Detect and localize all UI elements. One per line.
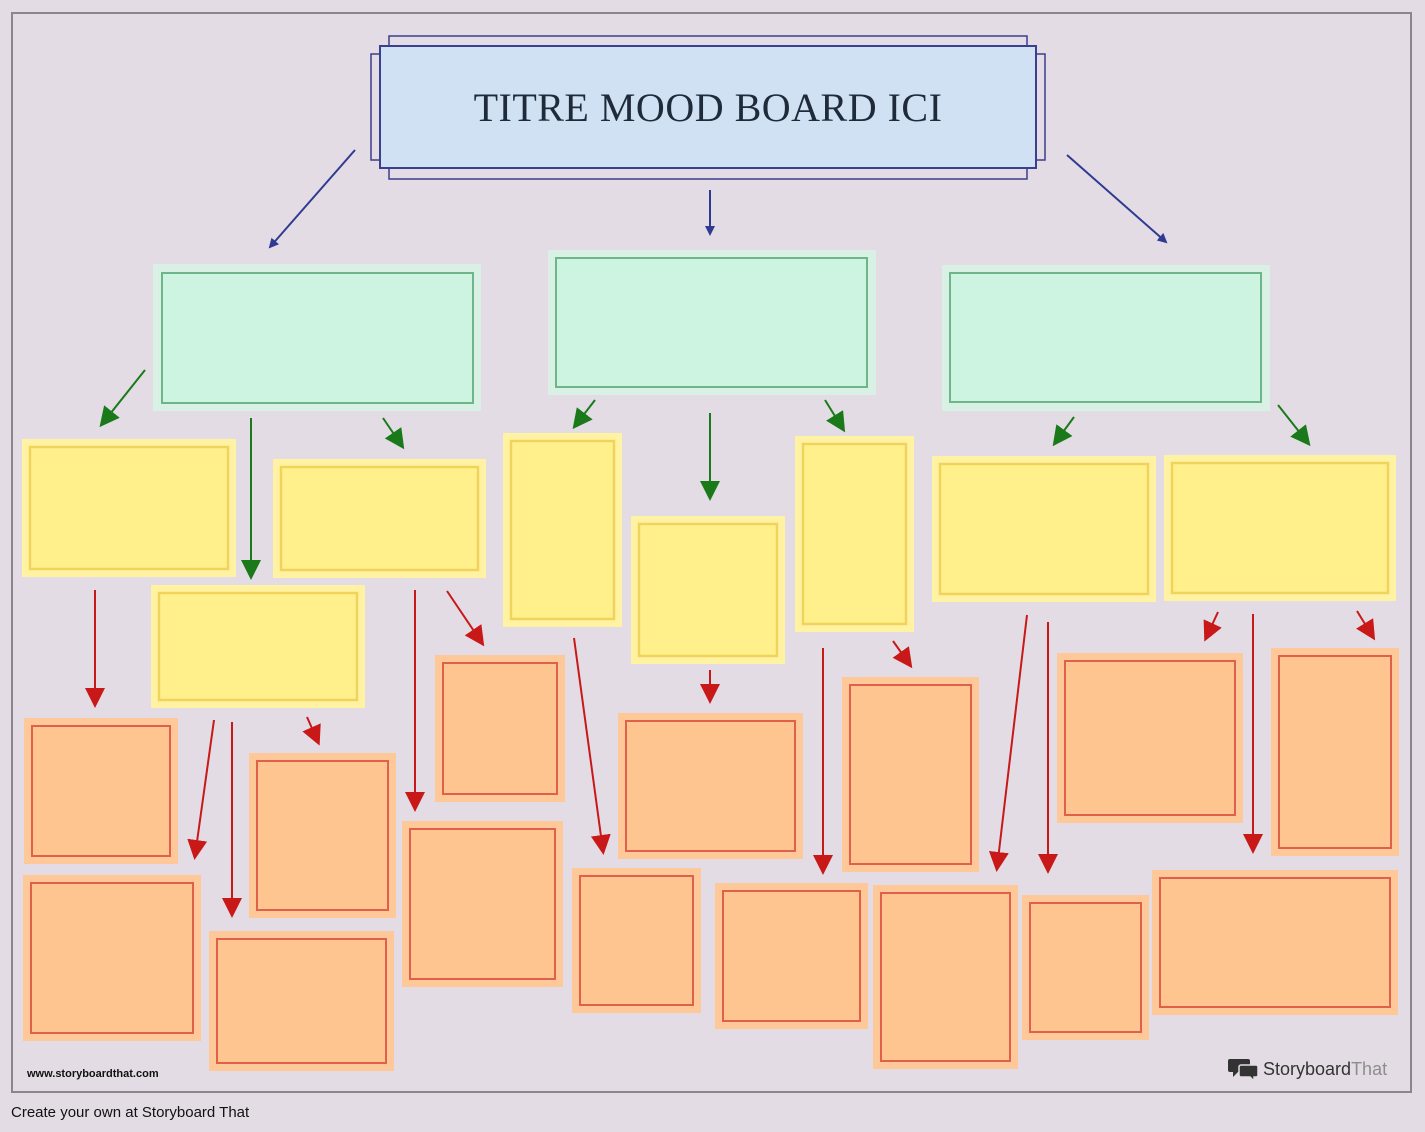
orange-box-1 — [24, 718, 178, 864]
orange-box-4 — [249, 753, 396, 918]
level1-boxes — [153, 250, 1270, 411]
yellow-box-4 — [503, 433, 622, 627]
arrow-red-7 — [573, 637, 611, 855]
orange-box-9 — [715, 883, 868, 1029]
page-title: TITRE MOOD BOARD ICI — [473, 84, 943, 130]
level3-boxes — [23, 648, 1399, 1071]
green-box-left — [153, 264, 481, 411]
orange-box-3 — [209, 931, 394, 1071]
orange-box-10 — [842, 677, 979, 872]
yellow-box-3 — [273, 459, 486, 578]
orange-box-7 — [572, 868, 701, 1013]
arrow-green-6 — [824, 399, 846, 433]
orange-box-2 — [23, 875, 201, 1041]
brand-name-part1: Storyboard — [1263, 1058, 1352, 1079]
green-box-center — [548, 250, 876, 395]
arrow-red-13 — [1203, 611, 1222, 642]
yellow-box-1 — [22, 439, 236, 577]
green-box-right — [942, 265, 1270, 411]
title-box — [370, 35, 1046, 180]
arrow-red-10 — [892, 640, 913, 669]
arrow-title-to-right — [1066, 154, 1168, 244]
yellow-box-6 — [795, 436, 914, 632]
storyboardthat-url[interactable]: www.storyboardthat.com — [27, 1068, 159, 1080]
orange-box-8 — [618, 713, 803, 859]
orange-box-11 — [873, 885, 1018, 1069]
brand-name-part2: That — [1351, 1058, 1388, 1079]
arrow-red-6 — [446, 590, 485, 647]
orange-box-14 — [1152, 870, 1398, 1015]
orange-box-12 — [1022, 895, 1149, 1040]
blue-arrows — [268, 149, 1168, 249]
arrow-green-7 — [1052, 416, 1075, 447]
yellow-box-5 — [631, 516, 785, 664]
arrow-green-1 — [99, 369, 146, 428]
arrow-green-8 — [1277, 404, 1311, 447]
arrow-title-to-left — [268, 149, 356, 249]
arrow-red-2 — [187, 719, 215, 860]
yellow-box-7 — [932, 456, 1156, 602]
footer-cta-link[interactable]: Create your own at Storyboard That — [11, 1104, 250, 1121]
orange-box-15 — [1271, 648, 1399, 856]
yellow-box-8 — [1164, 455, 1396, 601]
arrow-red-15 — [1356, 610, 1376, 641]
yellow-box-2 — [151, 585, 365, 708]
arrow-red-11 — [988, 614, 1028, 872]
orange-box-6 — [435, 655, 565, 802]
orange-box-5 — [402, 821, 563, 987]
arrow-green-3 — [382, 417, 405, 450]
speech-bubbles-icon — [1228, 1059, 1259, 1082]
level2-boxes — [22, 433, 1396, 708]
arrow-green-4 — [572, 399, 596, 430]
orange-box-13 — [1057, 653, 1243, 823]
red-arrows — [85, 590, 1376, 918]
arrow-red-4 — [302, 716, 321, 746]
green-arrows — [99, 369, 1311, 580]
